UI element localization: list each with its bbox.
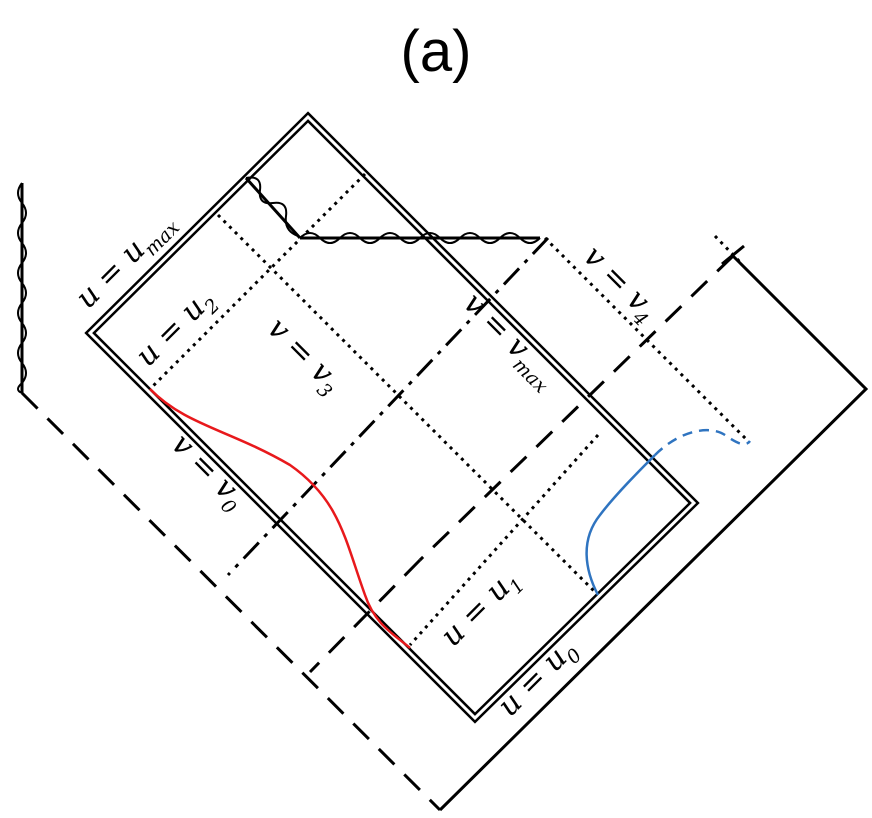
dashdot-line (226, 236, 550, 577)
dotted-v3 (216, 213, 600, 597)
outer-rectangle-inner-fill (87, 114, 697, 721)
label-v-max: v = vmax (453, 286, 565, 398)
svg-text:v = v3: v = v3 (257, 311, 349, 403)
label-v-4: v = v4 (573, 239, 665, 331)
dotted-vmax-tick (713, 234, 742, 264)
svg-text:u = u1: u = u1 (434, 562, 529, 657)
red-curve (149, 388, 411, 649)
dashed-boundary-lower (20, 391, 442, 812)
solid-boundary-right (438, 254, 869, 812)
label-u-1: u = u1 (434, 562, 529, 657)
dashed-u1-line (308, 558, 422, 674)
svg-text:v = vmax: v = vmax (453, 286, 565, 398)
label-v-3: v = v3 (257, 311, 349, 403)
dotted-grid (148, 172, 750, 647)
dotted-u1 (408, 433, 600, 647)
outer-rectangle (84, 111, 700, 724)
blue-curve (585, 454, 656, 596)
singularity-diagonal-axis (244, 176, 302, 240)
dashed-boundary-right (418, 254, 735, 562)
blue-curve-dashed (654, 428, 752, 456)
dotted-u2 (148, 172, 367, 391)
svg-text:v = v4: v = v4 (573, 239, 665, 331)
panel-label: (a) (400, 19, 472, 84)
